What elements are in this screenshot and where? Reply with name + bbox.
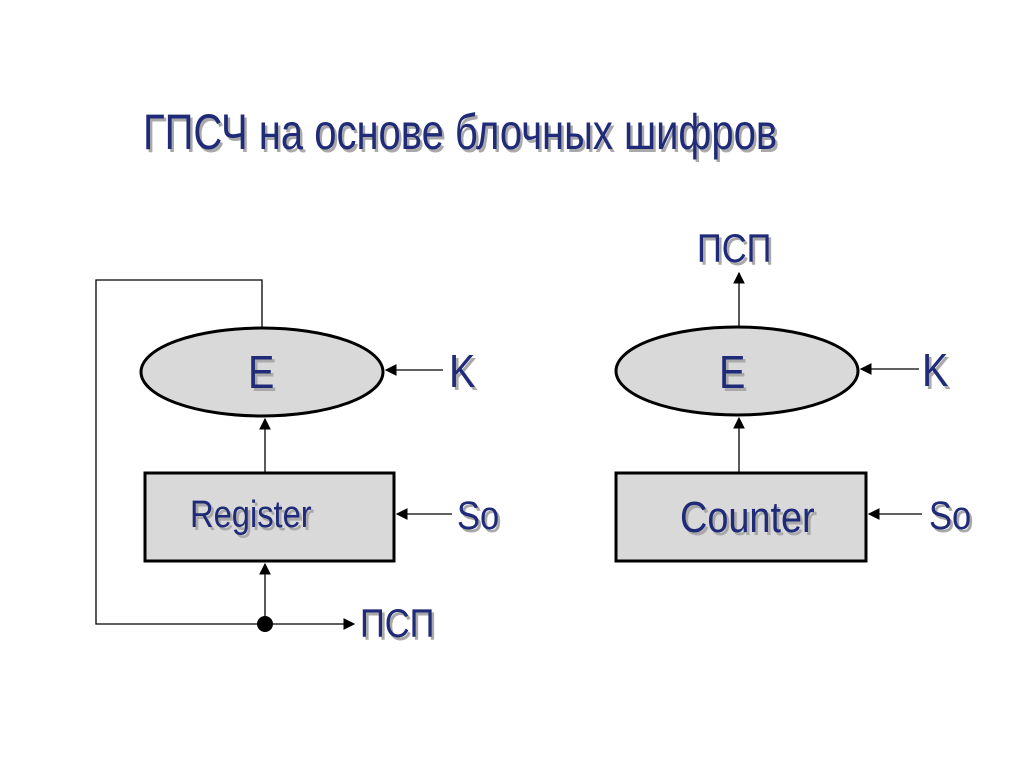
right-key-label: K [922,344,949,396]
left-feedback-loop [95,279,265,625]
right-counter-box [614,471,868,563]
right-cipher-ellipse [614,325,860,417]
left-scheme [95,279,452,632]
left-register-box [143,471,396,563]
page-title: ГПСЧ на основе блочных шифров [143,104,778,160]
right-counter-label: Counter [680,493,815,542]
left-register-label: Register [190,494,312,536]
left-junction-dot [257,616,273,632]
right-seed-label: So [929,494,972,538]
left-output-label: ПСП [360,602,435,646]
left-cipher-label: E [248,346,275,398]
right-output-label: ПСП [697,227,772,271]
right-scheme [614,271,922,563]
right-cipher-label: E [719,346,746,398]
left-seed-label: So [457,494,500,538]
left-key-label: K [449,345,476,397]
